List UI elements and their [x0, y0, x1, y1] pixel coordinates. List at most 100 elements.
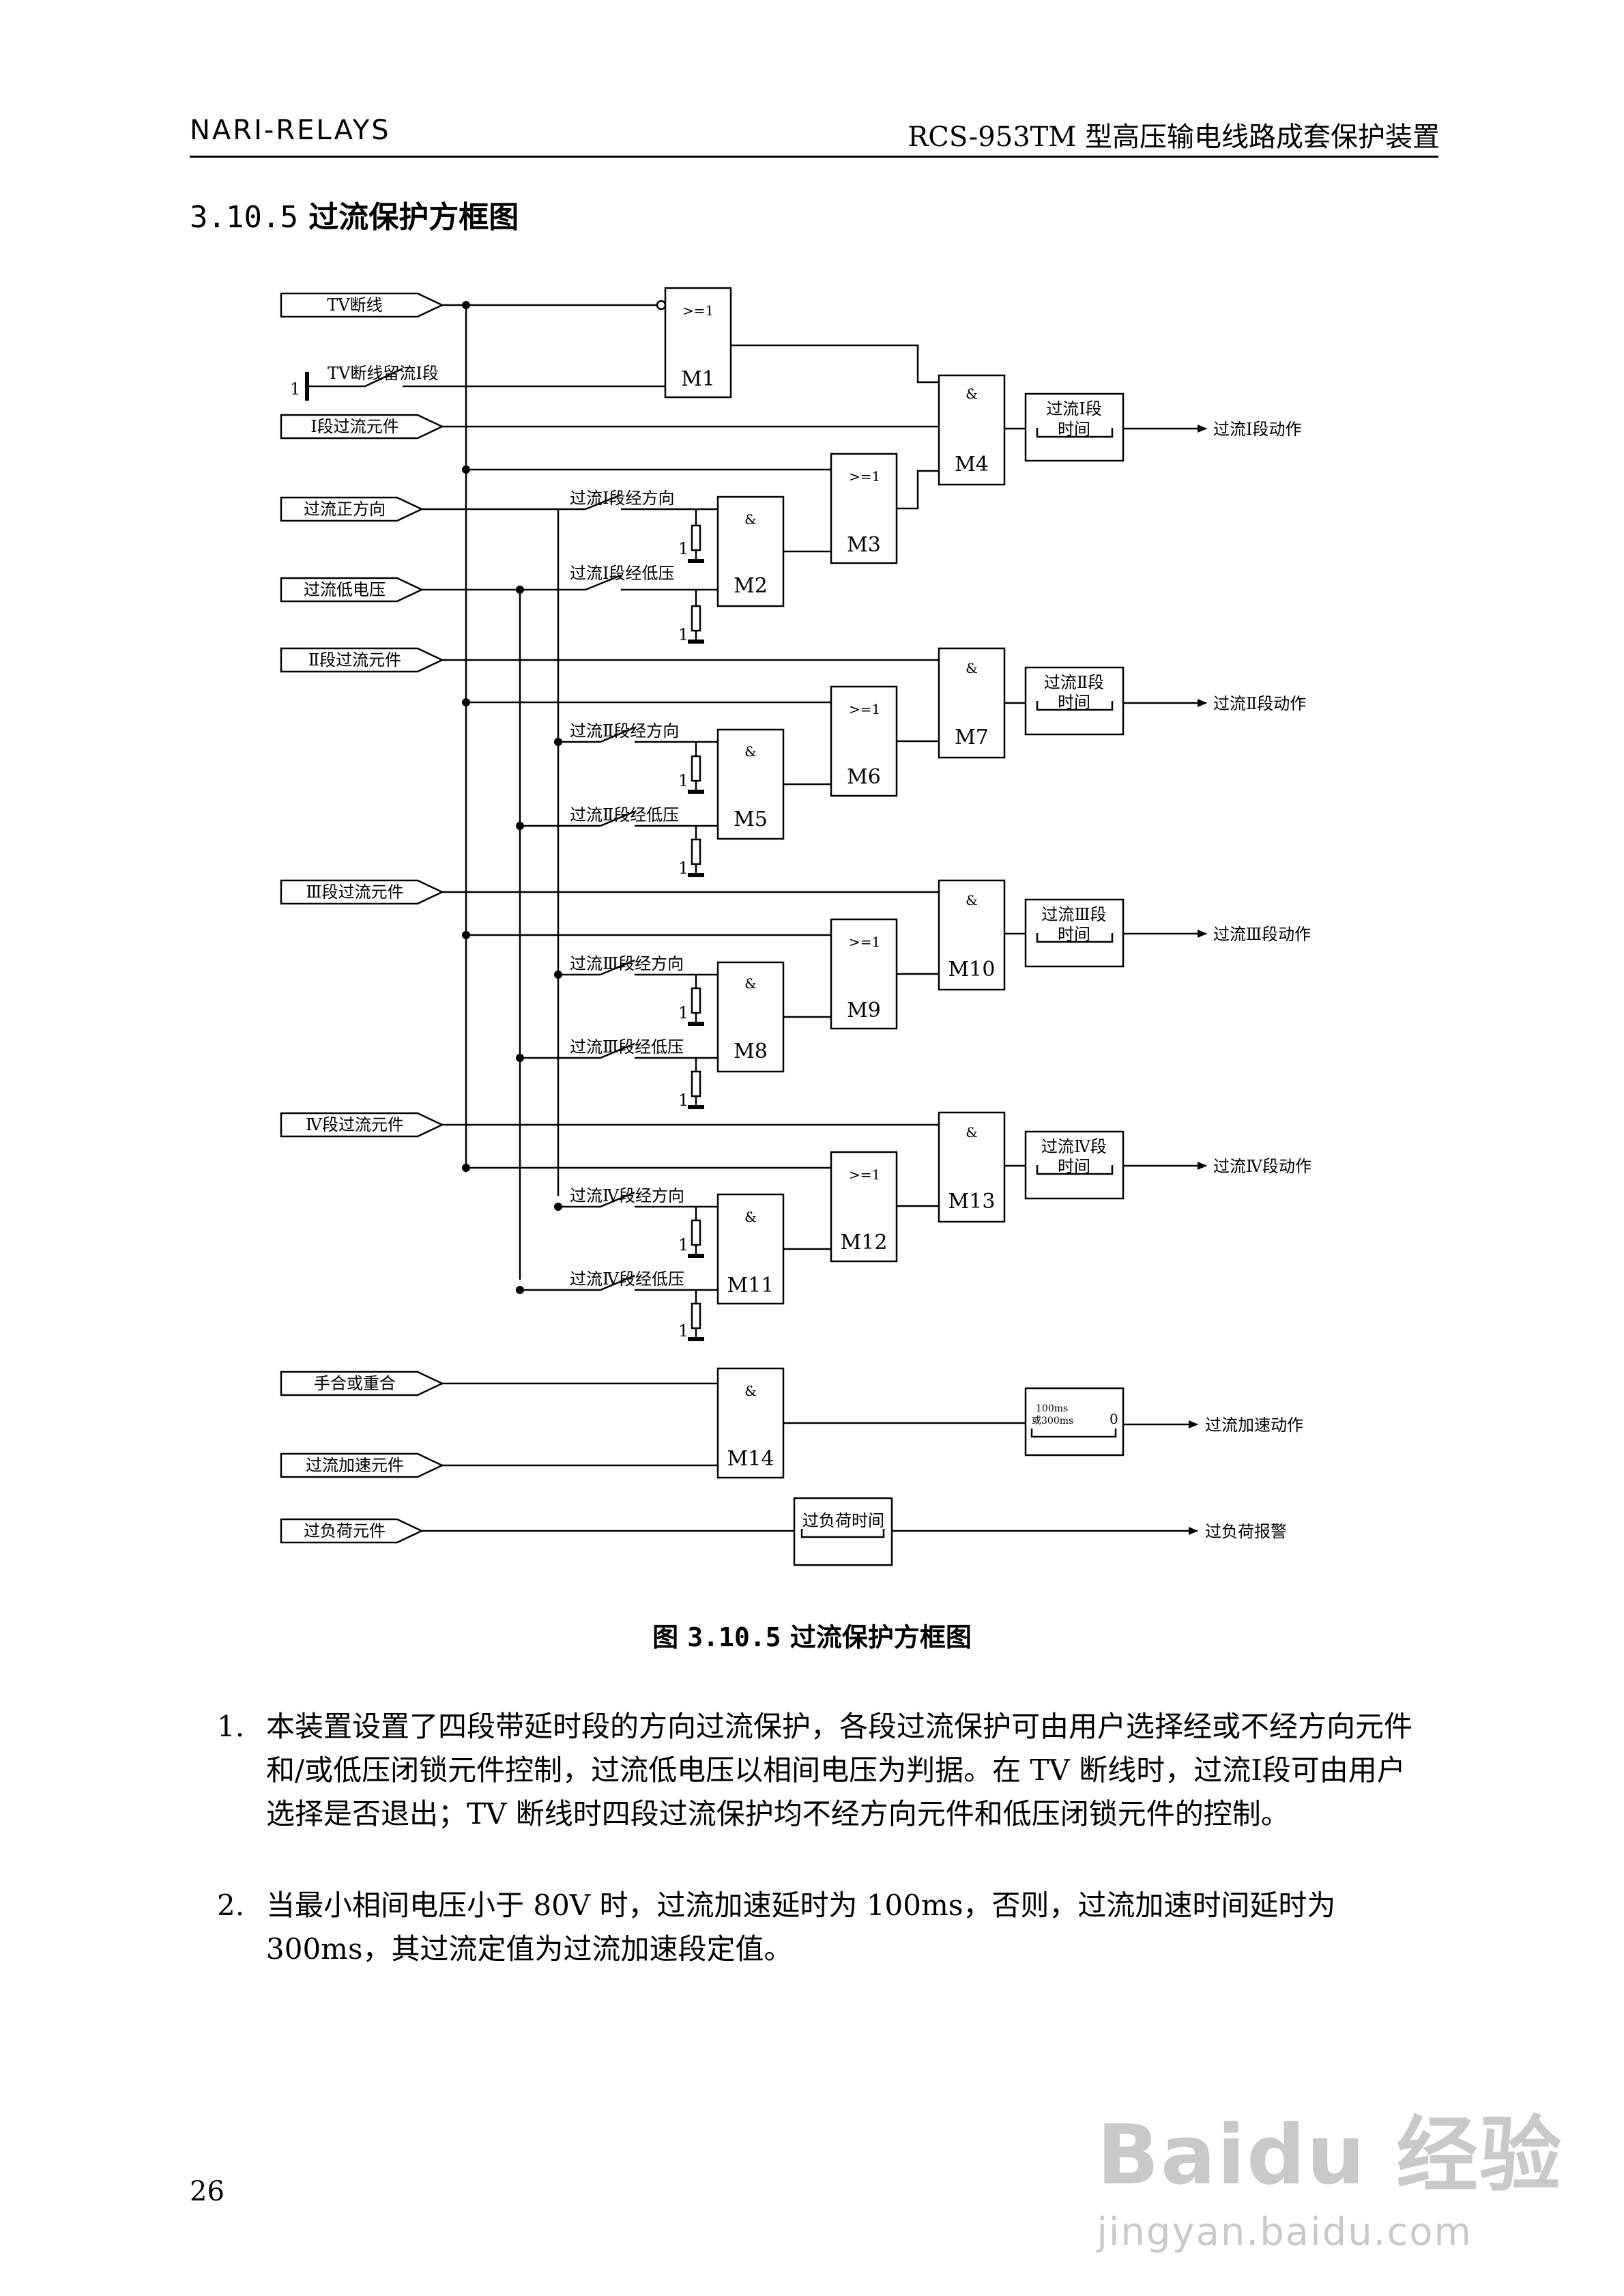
section-title-text: 过流保护方框图	[308, 200, 519, 235]
switch-one-s2-lowv: 1	[678, 859, 688, 878]
gate-m12-symbol: >=1	[849, 1166, 880, 1183]
timer-stage4-line1: 过流Ⅳ段	[1041, 1137, 1107, 1156]
gate-m4-symbol: &	[966, 386, 978, 402]
switch-one-s3-dir: 1	[678, 1003, 688, 1022]
section-title: 3.10.5 过流保护方框图	[190, 192, 519, 236]
header-right: RCS-953TM 型高压输电线路成套保护装置	[908, 121, 1440, 153]
switch-label-s4-lowv: 过流Ⅳ段经低压	[570, 1269, 684, 1289]
timer-stage4-line2: 时间	[1058, 1157, 1090, 1176]
input-direction	[280, 496, 424, 522]
output-label-stage1: 过流Ⅰ段动作	[1213, 420, 1301, 439]
timer-stage3-line2: 时间	[1058, 925, 1090, 944]
output-label-accel: 过流加速动作	[1205, 1416, 1303, 1435]
caption-number: 3.10.5	[687, 1622, 781, 1652]
input-overload	[280, 1518, 424, 1544]
switch-label-s3-dir: 过流Ⅲ段经方向	[570, 954, 684, 973]
input-label-manual: 手合或重合	[314, 1374, 396, 1393]
gate-m11-symbol: &	[744, 1209, 757, 1225]
input-oc2	[280, 647, 444, 673]
input-label-tv-break: TV断线	[327, 296, 382, 315]
timer-stage1-line2: 时间	[1058, 420, 1090, 439]
input-oc4	[280, 1112, 444, 1138]
gate-m1-symbol: >=1	[682, 302, 714, 319]
timer-accel	[1024, 1387, 1125, 1456]
output-label-stage4: 过流Ⅳ段动作	[1213, 1157, 1311, 1176]
input-label-oc4: Ⅳ段过流元件	[306, 1115, 404, 1134]
gate-m14-symbol: &	[744, 1383, 757, 1399]
gate-m1	[664, 287, 732, 399]
gate-m7-name: M7	[955, 726, 989, 749]
gate-m10-symbol: &	[966, 892, 978, 908]
output-label-stage2: 过流Ⅱ段动作	[1213, 694, 1306, 713]
gate-m8-symbol: &	[744, 975, 757, 992]
timer-stage2-line2: 时间	[1058, 693, 1090, 712]
input-label-overload: 过负荷元件	[304, 1521, 386, 1540]
tv-residual-one: 1	[290, 379, 300, 399]
overcurrent-block-diagram: TV断线 TV断线留流Ⅰ段 Ⅰ段过流元件 过流正方向 过流低电压 Ⅱ段过流元件 …	[280, 287, 1311, 1566]
switch-ground-s2-lowv	[688, 826, 704, 877]
switch-one-s1-dir: 1	[678, 539, 688, 558]
input-label-low-voltage: 过流低电压	[304, 580, 386, 599]
gate-m2-symbol: &	[744, 511, 757, 528]
gate-m6-name: M6	[847, 765, 881, 789]
gate-m5-symbol: &	[744, 743, 757, 760]
gate-m4-name: M4	[955, 453, 989, 476]
paragraph-2: 2. 当最小相间电压小于 80V 时，过流加速延时为 100ms，否则，过流加速…	[217, 1884, 1432, 1971]
output-label-overload: 过负荷报警	[1205, 1522, 1287, 1541]
switch-one-s1-lowv: 1	[678, 625, 688, 644]
timer-stage1	[1024, 392, 1125, 462]
gate-m11-name: M11	[727, 1274, 774, 1297]
timer-stage1-line1: 过流Ⅰ段	[1046, 399, 1101, 418]
gate-m9-symbol: >=1	[849, 934, 880, 950]
gate-m4	[938, 374, 1006, 486]
switch-label-s1-lowv: 过流Ⅰ段经低压	[570, 564, 674, 583]
switch-ground-s3-dir	[688, 975, 704, 1026]
input-label-oc1: Ⅰ段过流元件	[310, 417, 398, 436]
gate-m10	[938, 879, 1006, 991]
switch-ground-s2-dir	[688, 742, 704, 794]
figure-caption: 图 3.10.5 过流保护方框图	[0, 1616, 1624, 1654]
paragraph-1-number: 1.	[217, 1710, 245, 1743]
page-number: 26	[190, 2176, 224, 2207]
timer-accel-zero: 0	[1110, 1411, 1118, 1427]
switch-ground-s4-lowv	[688, 1290, 704, 1341]
gate-m10-name: M10	[948, 958, 996, 981]
gate-m5-name: M5	[734, 807, 768, 831]
switch-label-s2-lowv: 过流Ⅱ段经低压	[570, 805, 679, 824]
gate-m13-symbol: &	[966, 1124, 978, 1140]
switch-one-s4-lowv: 1	[678, 1321, 688, 1340]
gate-m1-name: M1	[681, 367, 715, 391]
paragraph-1-text: 本装置设置了四段带延时段的方向过流保护，各段过流保护可由用户选择经或不经方向元件…	[266, 1710, 1413, 1831]
junction-dots	[462, 301, 562, 1294]
input-accel	[280, 1452, 444, 1478]
header-left: NARI-RELAYS	[190, 115, 391, 146]
switch-ground-s4-dir	[688, 1207, 704, 1258]
paragraph-2-text: 当最小相间电压小于 80V 时，过流加速延时为 100ms，否则，过流加速时间延…	[266, 1889, 1336, 1966]
input-low-voltage	[280, 577, 424, 603]
gate-m3-symbol: >=1	[849, 468, 880, 485]
output-label-stage3: 过流Ⅲ段动作	[1213, 925, 1311, 944]
timer-stage3-line1: 过流Ⅲ段	[1041, 905, 1106, 924]
timer-accel-line2: 或300ms	[1032, 1416, 1073, 1426]
switch-label-s3-lowv: 过流Ⅲ段经低压	[570, 1037, 684, 1057]
switch-label-s1-dir: 过流Ⅰ段经方向	[570, 489, 674, 508]
gate-m7-symbol: &	[966, 660, 978, 676]
input-oc1	[280, 414, 444, 440]
timer-accel-line1: 100ms	[1036, 1403, 1068, 1414]
switch-ground-s3-lowv	[688, 1058, 704, 1109]
input-label-oc3: Ⅲ段过流元件	[306, 882, 403, 902]
switch-label-s4-dir: 过流Ⅳ段经方向	[570, 1186, 684, 1205]
input-manual-close	[280, 1371, 444, 1396]
watermark-url: jingyan.baidu.com	[1097, 2210, 1473, 2254]
timer-overload	[793, 1497, 893, 1566]
switch-one-s3-lowv: 1	[678, 1091, 688, 1110]
gate-m8-name: M8	[734, 1039, 768, 1063]
caption-title: 过流保护方框图	[789, 1622, 972, 1652]
paragraph-2-number: 2.	[217, 1889, 245, 1922]
gate-m2-name: M2	[734, 574, 768, 598]
timer-stage2	[1024, 666, 1125, 736]
watermark-logo-text: Baidu 经验	[1097, 2108, 1563, 2203]
input-label-oc2: Ⅱ段过流元件	[308, 650, 401, 670]
gate-m9-name: M9	[847, 999, 881, 1022]
input-tv-break	[280, 292, 444, 318]
